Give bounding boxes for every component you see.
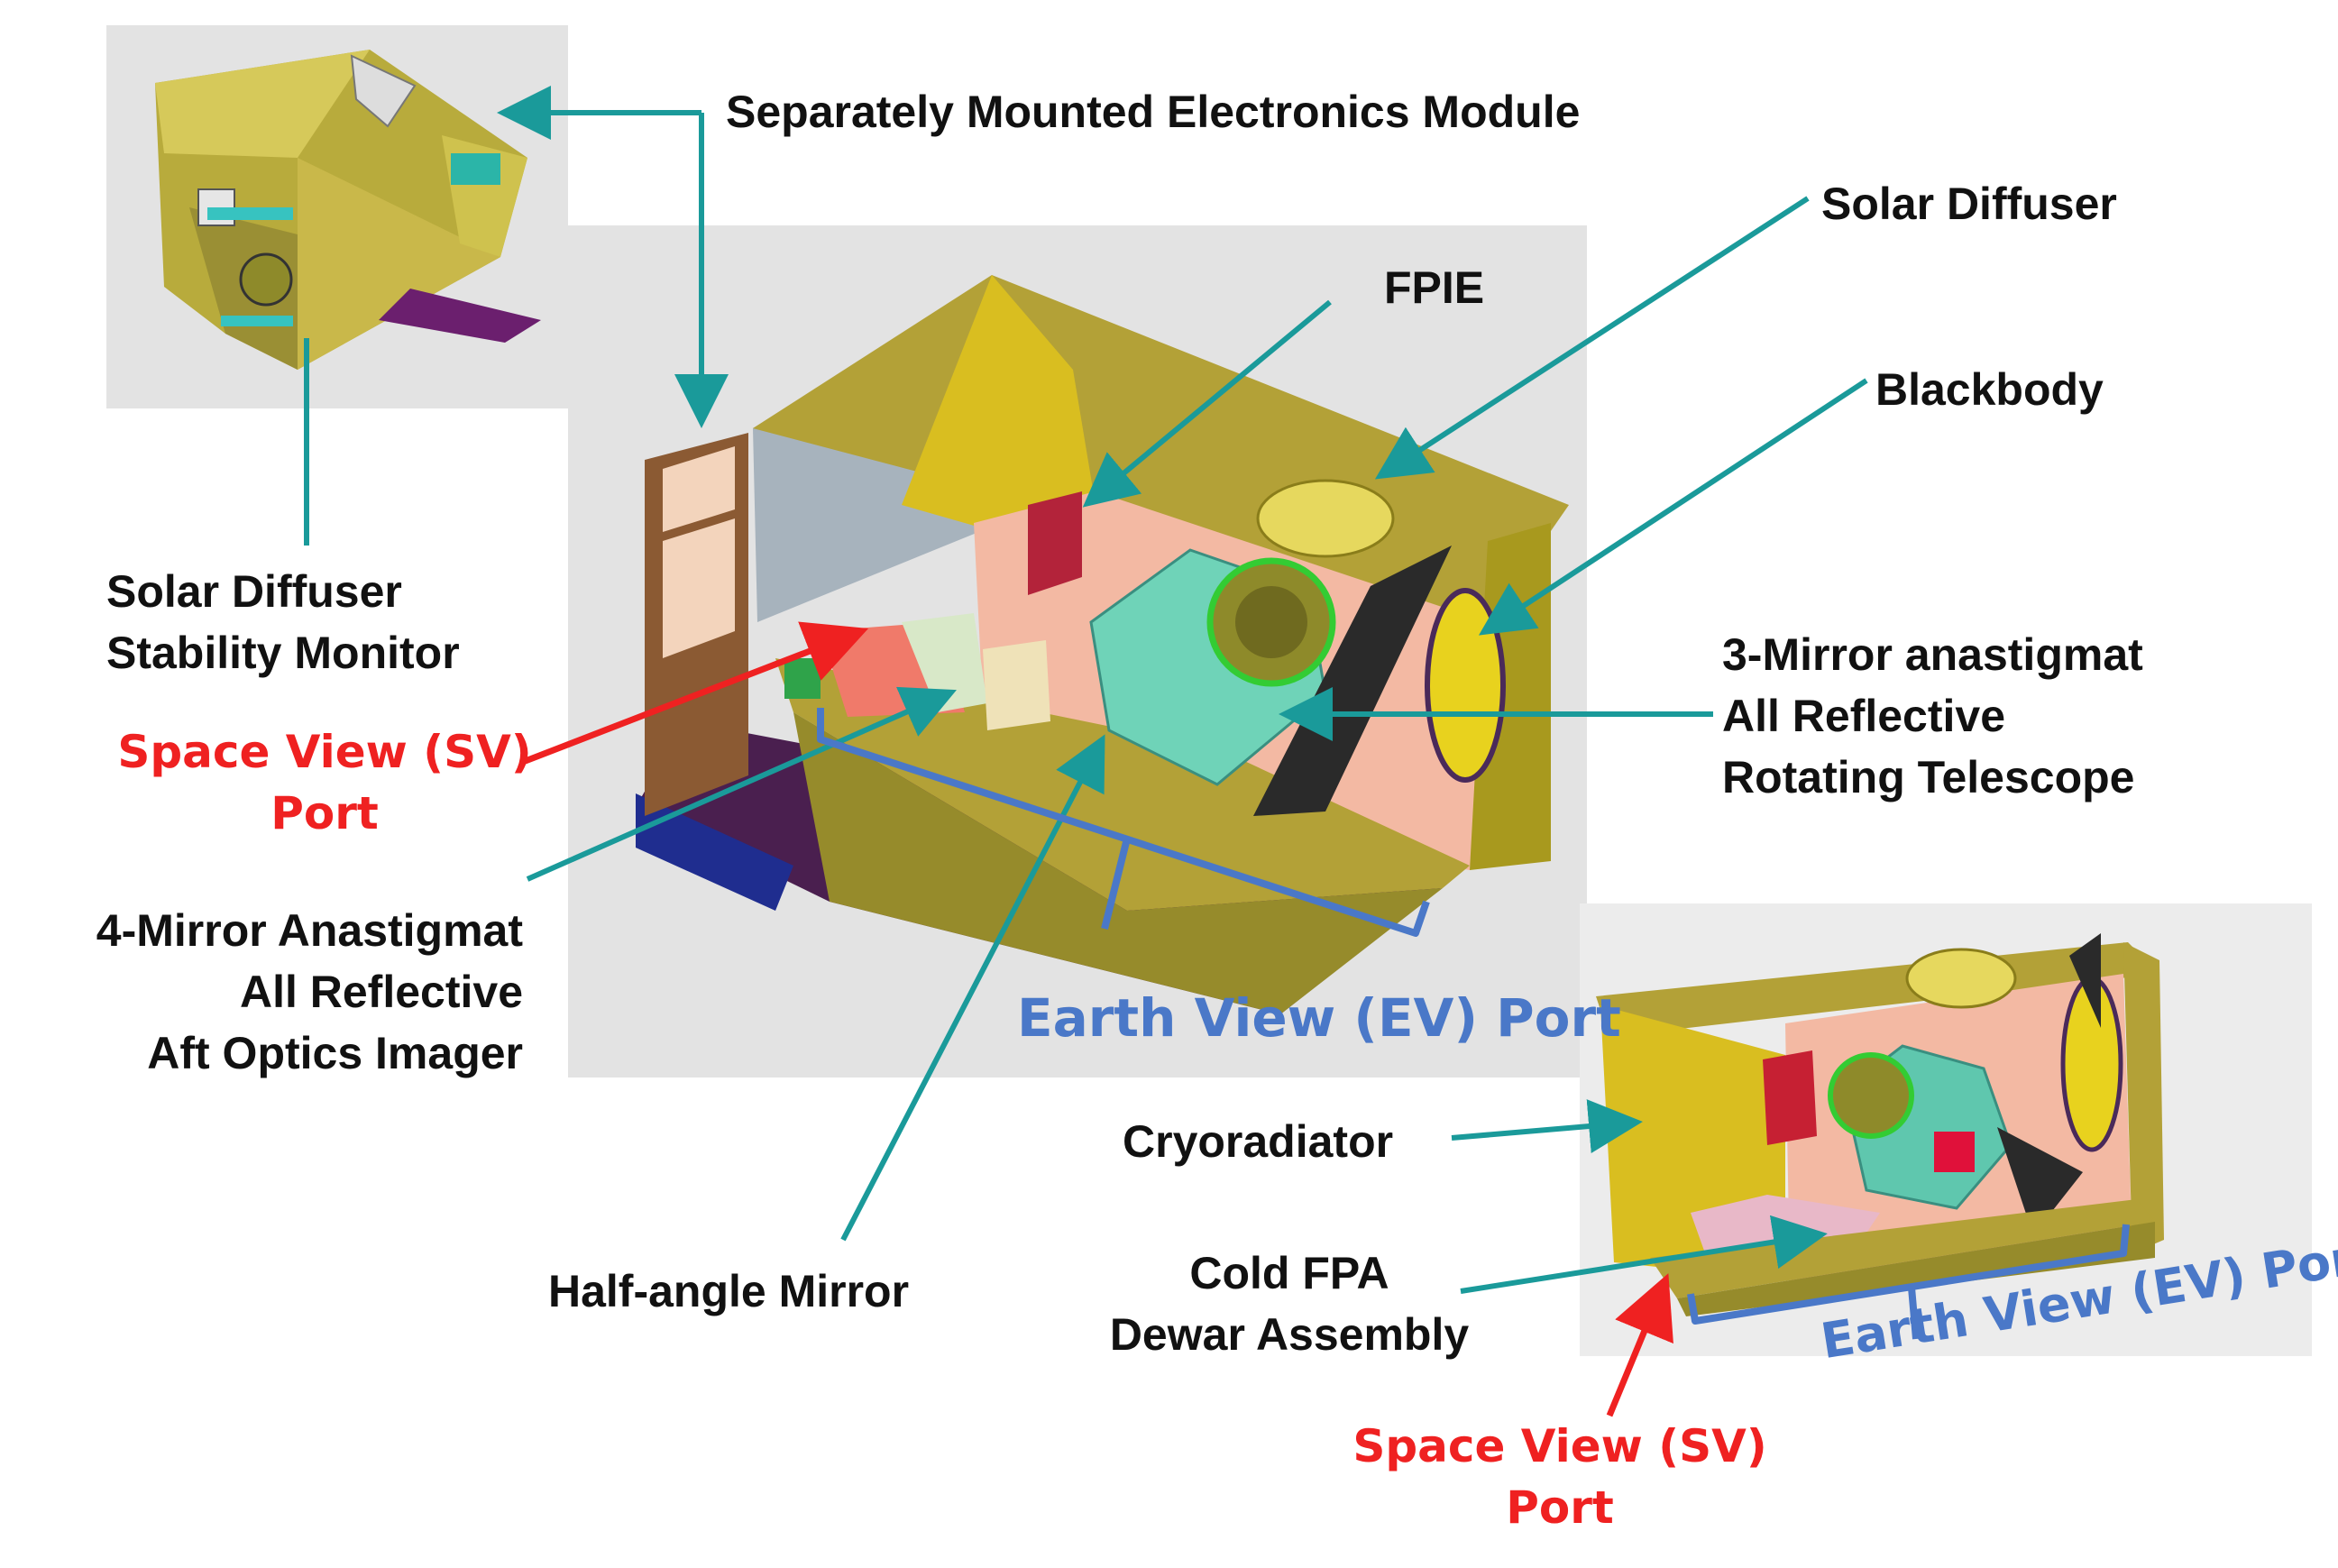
label-aft-optics-line2: All Reflective bbox=[239, 967, 523, 1017]
leader-lines bbox=[304, 86, 1868, 1294]
label-solar-diffuser: Solar Diffuser bbox=[1821, 179, 2117, 229]
ev-bracket-main-tick bbox=[1101, 838, 1131, 930]
sv-arrows bbox=[521, 621, 1673, 1417]
label-aft-optics-line3: Aft Optics Imager bbox=[147, 1028, 523, 1078]
label-sv-port-main-line2: Port bbox=[270, 787, 379, 839]
label-ev-port-main: Earth View (EV) Port bbox=[1017, 987, 1621, 1049]
ev-bracket-main bbox=[817, 708, 1430, 937]
label-telescope-line2: All Reflective bbox=[1722, 691, 2006, 741]
label-cold-fpa-line2: Dewar Assembly bbox=[1109, 1309, 1470, 1360]
label-aft-optics-line1: 4-Mirror Anastigmat bbox=[96, 905, 523, 956]
label-sv-port-main-line1: Space View (SV) bbox=[117, 726, 532, 778]
label-cryoradiator: Cryoradiator bbox=[1123, 1116, 1394, 1167]
leader-half-angle-mirror bbox=[840, 734, 1105, 1242]
label-telescope-line3: Rotating Telescope bbox=[1722, 752, 2135, 802]
ev-bracket-small bbox=[1687, 1224, 2130, 1325]
label-sv-port-main: Space View (SV) Port bbox=[117, 721, 532, 844]
ev-brackets bbox=[817, 708, 2130, 1340]
leader-aft-optics bbox=[526, 686, 957, 882]
leader-cryoradiator bbox=[1451, 1099, 1643, 1153]
label-aft-optics: 4-Mirror Anastigmat All Reflective Aft O… bbox=[18, 900, 523, 1084]
label-electronics-module: Separately Mounted Electronics Module bbox=[726, 87, 1581, 137]
leader-fpie bbox=[1082, 299, 1332, 508]
label-fpie: FPIE bbox=[1384, 262, 1485, 313]
label-sdsm: Solar Diffuser Stability Monitor bbox=[106, 561, 460, 683]
label-cold-fpa: Cold FPA Dewar Assembly bbox=[1073, 1242, 1506, 1365]
leader-blackbody bbox=[1478, 378, 1868, 636]
ev-bracket-small-tick bbox=[1908, 1287, 1920, 1340]
label-sdsm-line1: Solar Diffuser bbox=[106, 566, 402, 617]
label-half-angle-mirror: Half-angle Mirror bbox=[548, 1266, 910, 1316]
sv-arrow-main bbox=[521, 621, 869, 766]
label-sv-port-small-line2: Port bbox=[1506, 1481, 1614, 1534]
label-cold-fpa-line1: Cold FPA bbox=[1189, 1248, 1389, 1298]
sv-arrow-small bbox=[1606, 1273, 1673, 1417]
leader-cold-fpa bbox=[1460, 1215, 1828, 1294]
label-telescope: 3-Mirror anastigmat All Reflective Rotat… bbox=[1722, 624, 2143, 808]
label-sdsm-line2: Stability Monitor bbox=[106, 628, 460, 678]
label-telescope-line1: 3-Mirror anastigmat bbox=[1722, 629, 2143, 680]
small-instrument-illustration bbox=[1596, 933, 2164, 1316]
electronics-module-illustration bbox=[155, 50, 541, 370]
label-blackbody: Blackbody bbox=[1875, 364, 2104, 415]
label-sv-port-small: Space View (SV) Port bbox=[1352, 1416, 1767, 1538]
label-sv-port-small-line1: Space View (SV) bbox=[1352, 1420, 1767, 1472]
leader-solar-diffuser bbox=[1374, 196, 1810, 480]
